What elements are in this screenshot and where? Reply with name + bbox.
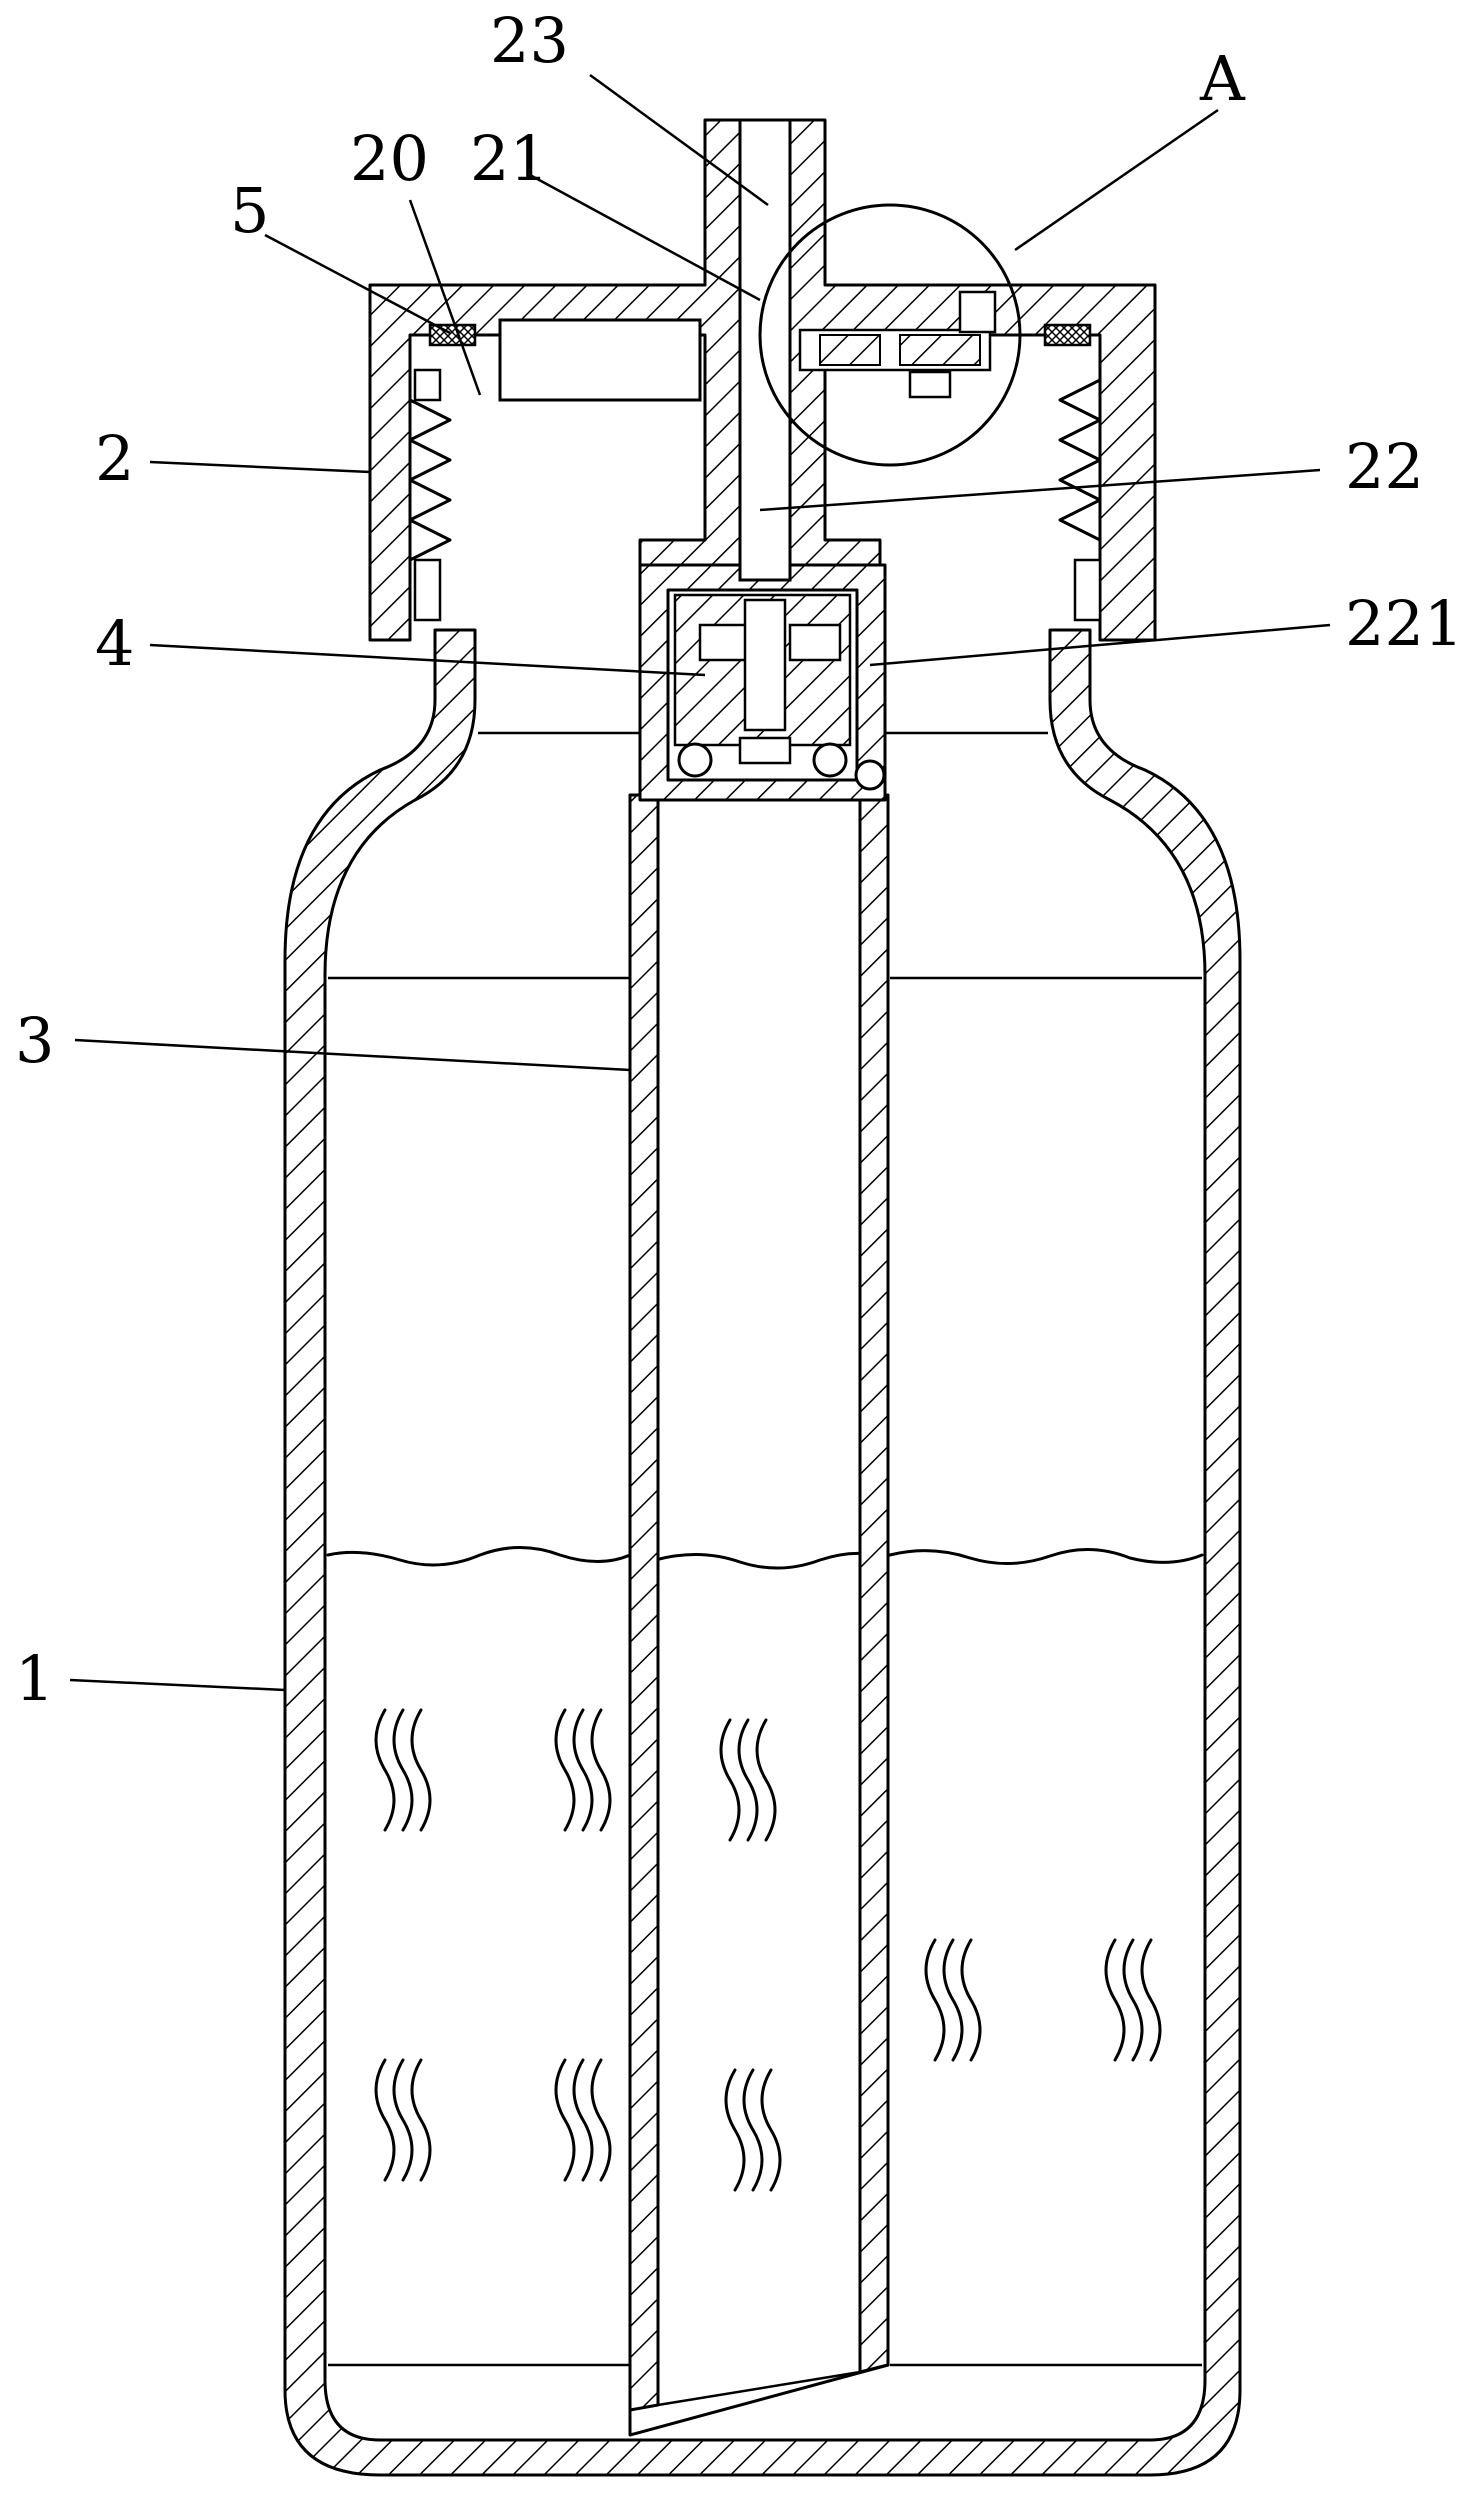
label-221: 221 [1345,587,1463,660]
liquid-marks [374,1708,1162,2192]
bottle-body [283,628,1242,2477]
label-a: A [1199,42,1246,115]
label-3: 3 [15,1004,54,1077]
liquid-surface [326,1546,1204,1570]
label-21: 21 [470,122,549,195]
reference-labels: 23 A 20 21 5 2 22 4 221 3 1 [15,4,1463,1715]
label-2: 2 [95,422,134,495]
leader-lines [69,73,1331,1692]
valve-assembly [638,563,887,802]
cap-assembly [368,118,1157,642]
detail-circle-a [758,203,1022,467]
label-5: 5 [230,174,269,247]
label-20: 20 [350,122,429,195]
label-1: 1 [15,1642,54,1715]
label-23: 23 [490,4,569,77]
label-4: 4 [95,607,134,680]
inner-tube [628,793,890,2437]
label-22: 22 [1345,430,1424,503]
